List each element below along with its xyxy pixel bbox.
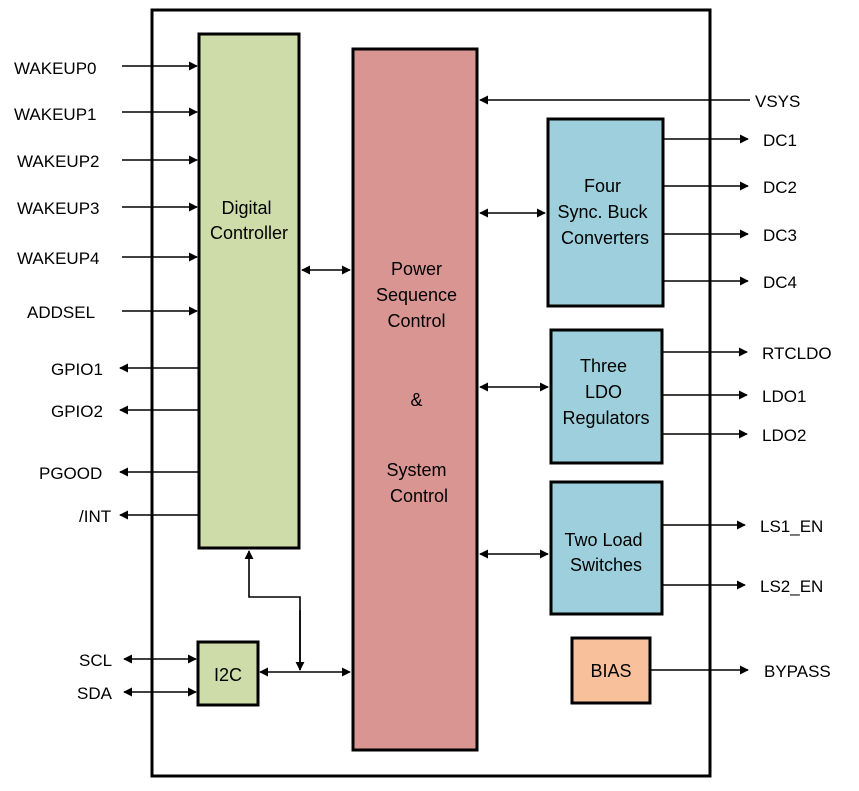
load-switches-line-1: Two Load: [564, 530, 642, 550]
chip-outline: [150, 8, 712, 778]
pin-ls1-en: LS1_EN: [760, 517, 823, 536]
i2c-block: [196, 640, 260, 707]
power-sequence-line-2: Sequence: [376, 285, 457, 305]
load-switches-label: Two Load Switches: [564, 530, 647, 575]
power-sequence-line-1: Power: [391, 259, 442, 279]
buck-converters-line-3: Converters: [561, 228, 649, 248]
pin-ls2-en: LS2_EN: [760, 577, 823, 596]
ldo-regulators-label: Three LDO Regulators: [562, 356, 649, 428]
power-sequence-line-3: Control: [387, 311, 445, 331]
pin-dc4: DC4: [763, 273, 797, 292]
bias-label: BIAS: [590, 661, 631, 681]
buck-converters-block: [546, 117, 665, 308]
load-switches-line-2: Switches: [570, 555, 642, 575]
digital-controller-block: [197, 32, 301, 550]
ldo-regulators-line-3: Regulators: [562, 408, 649, 428]
digital-controller-line-2: Controller: [210, 223, 288, 243]
pin-dc1: DC1: [763, 131, 797, 150]
pin-rtcldo: RTCLDO: [762, 344, 832, 363]
pin-bypass: BYPASS: [764, 662, 831, 681]
pin-sda: SDA: [77, 684, 113, 703]
power-sequence-line-6: Control: [390, 486, 448, 506]
pin-wakeup1: WAKEUP1: [14, 105, 97, 124]
digital-controller-line-1: Digital: [221, 198, 271, 218]
power-sequence-line-4: &: [410, 390, 422, 410]
pin-wakeup0: WAKEUP0: [14, 59, 97, 78]
pin-pgood: PGOOD: [39, 464, 102, 483]
ldo-regulators-line-1: Three: [580, 356, 627, 376]
power-sequence-label: Power Sequence Control & System Control: [376, 259, 462, 506]
pin-int: /INT: [79, 507, 111, 526]
pin-wakeup2: WAKEUP2: [17, 152, 100, 171]
pin-scl: SCL: [79, 651, 112, 670]
i2c-label: I2C: [214, 665, 242, 685]
pin-dc3: DC3: [763, 226, 797, 245]
bias-block: [570, 636, 652, 705]
ldo-regulators-line-2: LDO: [585, 382, 622, 402]
power-sequence-line-5: System: [386, 460, 446, 480]
buck-converters-line-2: Sync. Buck: [557, 202, 648, 222]
pin-ldo1: LDO1: [762, 387, 806, 406]
pin-gpio1: GPIO1: [51, 360, 103, 379]
digital-controller-label: Digital Controller: [210, 198, 288, 243]
ldo-regulators-block: [549, 328, 664, 465]
load-switches-block: [549, 480, 664, 616]
pin-addsel: ADDSEL: [27, 303, 95, 322]
buck-converters-line-1: Four: [584, 176, 621, 196]
buck-converters-label: Four Sync. Buck Converters: [557, 176, 652, 248]
pin-gpio2: GPIO2: [51, 402, 103, 421]
pin-wakeup3: WAKEUP3: [17, 199, 100, 218]
pin-vsys: VSYS: [755, 92, 800, 111]
pin-ldo2: LDO2: [762, 426, 806, 445]
power-sequence-block: [351, 47, 479, 752]
pin-dc2: DC2: [763, 178, 797, 197]
pin-wakeup4: WAKEUP4: [17, 249, 100, 268]
